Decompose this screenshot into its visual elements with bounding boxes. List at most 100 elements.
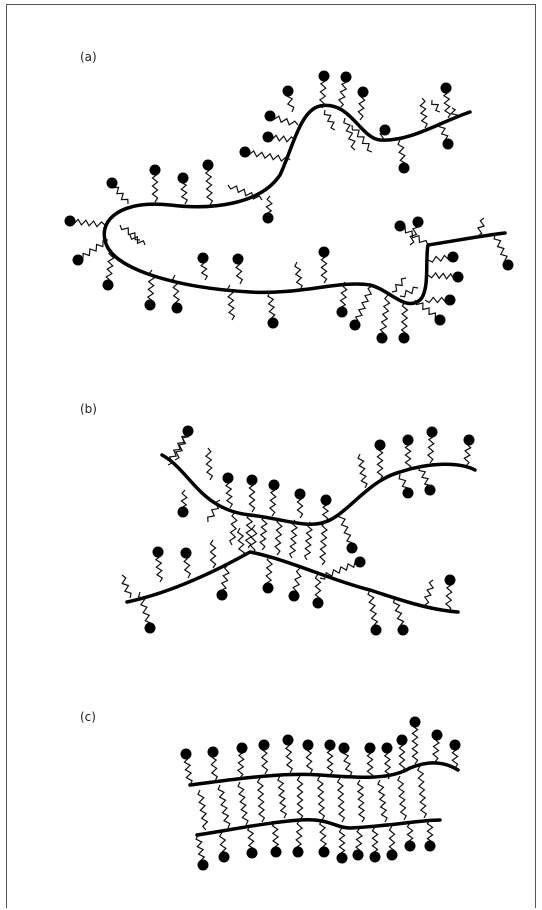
surfactant-head — [426, 426, 438, 438]
surfactant-head — [177, 172, 189, 184]
surfactant-head — [232, 253, 244, 265]
surfactant-tail — [277, 775, 287, 819]
surfactant-head — [312, 597, 324, 609]
surfactant-head — [412, 216, 424, 228]
surfactant-head — [102, 279, 114, 291]
surfactant-tail — [323, 109, 336, 131]
surfactant-head — [246, 474, 258, 486]
surfactant-tail — [303, 521, 314, 561]
surfactant-tail — [237, 781, 249, 826]
surfactant-tail — [217, 784, 231, 829]
surfactant-head — [207, 746, 219, 758]
surfactant-head — [444, 574, 456, 586]
panel-c-lower-backbone — [195, 818, 442, 837]
surfactant-head — [171, 302, 183, 314]
surfactant-tail — [174, 431, 190, 461]
surfactant-head — [270, 846, 282, 858]
surfactant-tail — [105, 249, 115, 286]
surfactant-head — [374, 439, 386, 451]
surfactant-tail — [197, 789, 209, 831]
surfactant-head — [442, 138, 454, 150]
surfactant-head — [352, 849, 364, 861]
surfactant-head — [197, 859, 209, 871]
surfactant-tail — [244, 513, 254, 549]
surfactant-head — [202, 159, 214, 171]
surfactant-head — [182, 425, 194, 437]
surfactant-tail — [171, 274, 181, 309]
surfactant-head — [340, 71, 352, 83]
surfactant-head — [434, 314, 446, 326]
surfactant-head — [447, 251, 459, 263]
surfactant-head — [180, 748, 192, 760]
surfactant-head — [262, 212, 274, 224]
surfactant-tail — [121, 574, 132, 599]
surfactant-head — [424, 484, 436, 496]
surfactant-tail — [356, 779, 366, 823]
surfactant-head — [144, 299, 156, 311]
surfactant-head — [236, 742, 248, 754]
panel-b-drawing — [121, 425, 477, 636]
surfactant-tail — [351, 124, 373, 153]
surfactant-head — [440, 82, 452, 94]
surfactant-head — [216, 589, 228, 601]
surfactant-tail — [367, 589, 379, 631]
surfactant-tail — [379, 294, 391, 339]
panel-c-upper-backbone — [188, 761, 460, 787]
surfactant-tail — [256, 777, 266, 823]
surfactant-head — [264, 110, 276, 122]
surfactant-tail — [423, 579, 435, 606]
surfactant-head — [370, 624, 382, 636]
surfactant-head — [376, 332, 388, 344]
surfactant-head — [239, 146, 251, 158]
surfactant-tail — [392, 597, 405, 631]
panel-label-b: (b) — [80, 402, 97, 416]
panel-c-drawing — [180, 716, 461, 871]
surfactant-tail — [227, 184, 263, 201]
surfactant-tail — [338, 511, 354, 549]
surfactant-head — [386, 849, 398, 861]
surfactant-tail — [316, 775, 326, 821]
surfactant-tail — [376, 444, 384, 481]
surfactant-head — [152, 546, 164, 558]
surfactant-head — [197, 252, 209, 264]
surfactant-tail — [411, 721, 419, 765]
surfactant-head — [398, 332, 410, 344]
surfactant-tail — [204, 164, 214, 206]
surfactant-head — [324, 739, 336, 751]
surfactant-head — [262, 131, 274, 143]
surfactant-head — [463, 434, 475, 446]
surfactant-head — [379, 124, 391, 136]
surfactant-head — [268, 479, 280, 491]
surfactant-tail — [137, 591, 153, 629]
surfactant-head — [318, 246, 330, 258]
surfactant-head — [218, 851, 230, 863]
surfactant-head — [452, 271, 464, 283]
surfactant-tail — [397, 775, 407, 821]
surfactant-tail — [69, 218, 106, 228]
surfactant-tail — [296, 775, 304, 821]
surfactant-tail — [288, 519, 299, 559]
surfactant-head — [354, 556, 366, 568]
panel-label-c: (c) — [80, 710, 96, 724]
surfactant-tail — [391, 277, 407, 293]
surfactant-head — [431, 729, 443, 741]
surfactant-head — [396, 734, 408, 746]
surfactant-tail — [229, 511, 238, 546]
surfactant-head — [302, 739, 314, 751]
surfactant-tail — [284, 739, 294, 774]
surfactant-tail — [249, 524, 258, 555]
surfactant-tail — [400, 301, 409, 339]
surfactant-tail — [274, 517, 283, 556]
surfactant-tail — [336, 777, 346, 823]
surfactant-head — [397, 624, 409, 636]
surfactant-head — [282, 734, 294, 746]
surfactant-tail — [226, 284, 236, 321]
surfactant-head — [320, 494, 332, 506]
surfactant-tail — [167, 430, 189, 466]
figure-frame — [6, 4, 536, 908]
surfactant-head — [292, 846, 304, 858]
surfactant-tail — [399, 286, 419, 298]
surfactant-tail — [354, 285, 373, 326]
surfactant-head — [282, 85, 294, 97]
